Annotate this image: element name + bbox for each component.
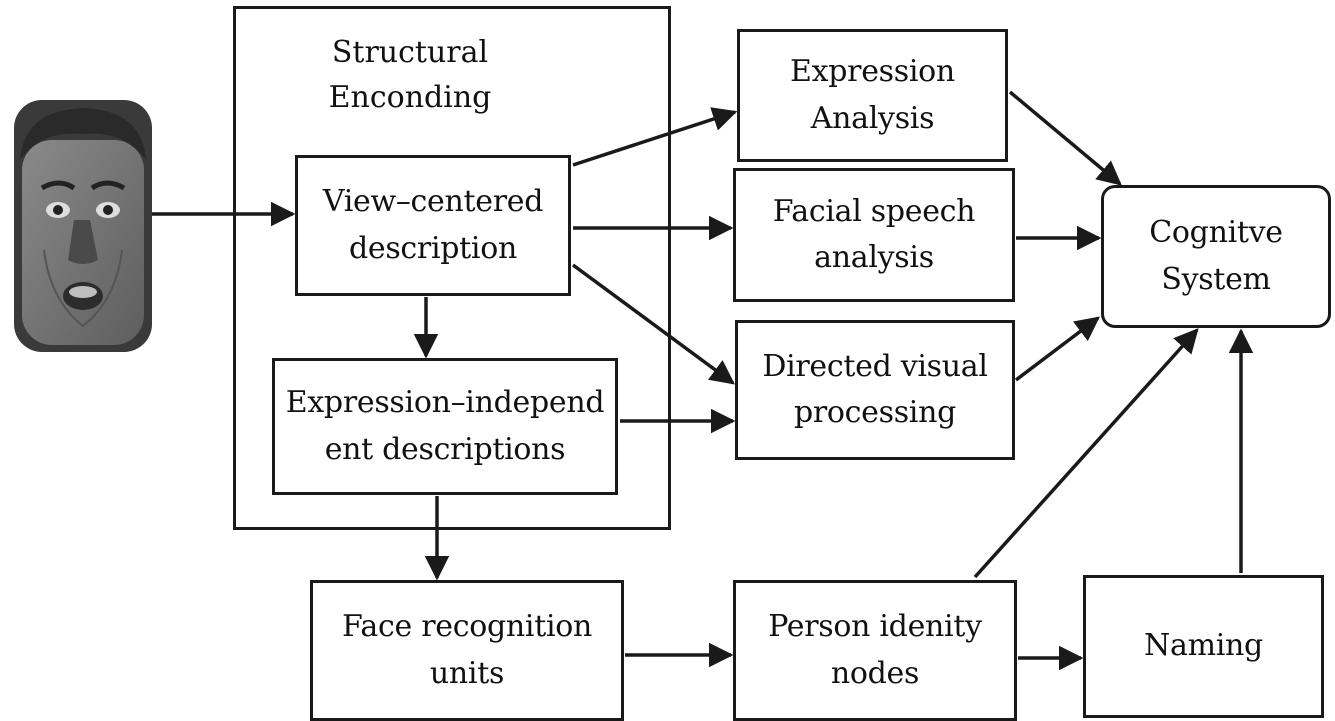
expression-independent-line1: Expression–independ [285, 385, 605, 420]
arrow-directed-visual-to-cognitive [1014, 316, 1100, 382]
face-recognition-units-box: Face recognition units [310, 580, 624, 721]
directed-visual-processing-box: Directed visual processing [735, 320, 1015, 460]
view-centered-line1: View–centered [322, 184, 544, 219]
structural-encoding-title-line1: Structural [331, 35, 489, 70]
face-recognition-line2: units [429, 655, 505, 691]
directed-visual-line1: Directed visual [762, 348, 988, 384]
view-centered-line2: description [348, 230, 517, 266]
face-photo [14, 100, 152, 352]
face-recognition-line1: Face recognition [341, 609, 593, 644]
expression-analysis-box: Expression Analysis [737, 29, 1008, 162]
naming-line1: Naming [1144, 628, 1263, 664]
arrow-view-centered-to-expression-analysis [572, 107, 738, 167]
cognitive-system-box: Cognitve System [1101, 185, 1331, 328]
person-identity-line1: Person idenity [768, 609, 982, 644]
expression-analysis-line2: Analysis [810, 100, 935, 136]
person-identity-line2: nodes [830, 655, 920, 691]
person-identity-nodes-box: Person idenity nodes [733, 580, 1017, 721]
structural-encoding-title: Structural Enconding [300, 30, 520, 120]
facial-speech-analysis-box: Facial speech analysis [733, 168, 1015, 302]
facial-speech-line1: Facial speech [772, 193, 976, 229]
structural-encoding-group [233, 6, 671, 530]
arrow-person-identity-to-cognitive [973, 328, 1199, 579]
directed-visual-line2: processing [793, 395, 957, 430]
facial-speech-line2: analysis [814, 240, 934, 275]
expression-analysis-line1: Expression [790, 54, 955, 89]
cognitive-system-line1: Cognitve [1149, 215, 1283, 250]
expression-independent-line2: ent descriptions [324, 431, 566, 467]
structural-encoding-title-line2: Enconding [328, 80, 492, 115]
view-centered-description-box: View–centered description [295, 155, 571, 296]
cognitive-system-line2: System [1161, 261, 1271, 297]
naming-box: Naming [1083, 575, 1324, 718]
arrow-view-centered-to-directed-visual [571, 263, 735, 385]
arrow-expression-analysis-to-cognitive [1008, 90, 1122, 186]
expression-independent-descriptions-box: Expression–independ ent descriptions [272, 358, 618, 495]
